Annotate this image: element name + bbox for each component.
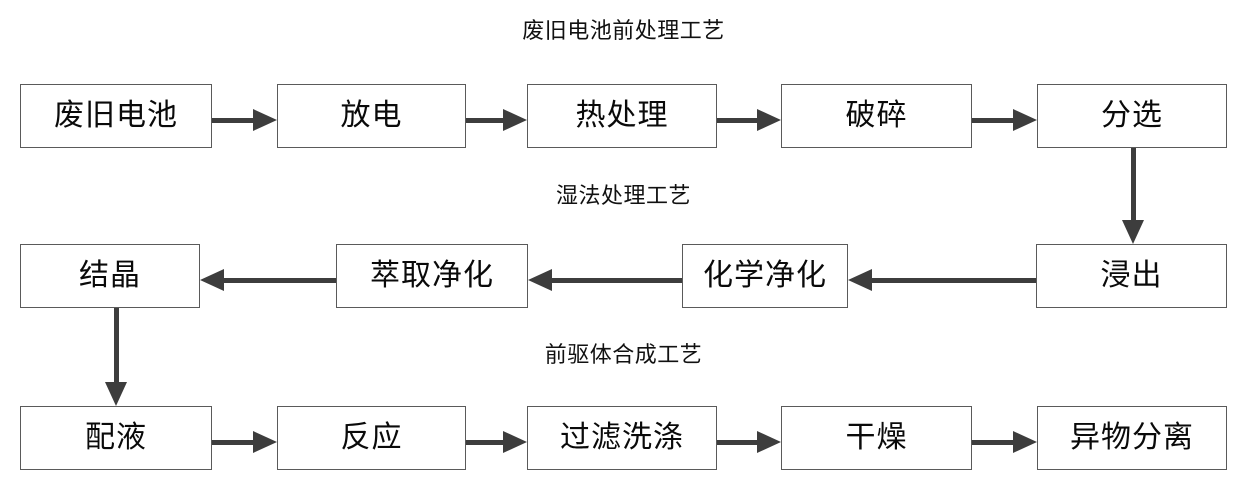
node-leaching[interactable]: 浸出: [1036, 244, 1227, 308]
node-sorting[interactable]: 分选: [1037, 84, 1227, 148]
node-heat-treatment[interactable]: 热处理: [527, 84, 717, 148]
node-crystallization[interactable]: 结晶: [20, 244, 200, 308]
section-title-precursor-synthesis: 前驱体合成工艺: [544, 342, 703, 367]
node-extraction-purification[interactable]: 萃取净化: [336, 244, 528, 308]
node-drying[interactable]: 干燥: [781, 406, 972, 470]
node-filtration-washing[interactable]: 过滤洗涤: [527, 406, 717, 470]
node-waste-battery[interactable]: 废旧电池: [20, 84, 212, 148]
node-reaction[interactable]: 反应: [277, 406, 466, 470]
section-title-pretreatment: 废旧电池前处理工艺: [522, 18, 725, 43]
node-solution-preparation[interactable]: 配液: [20, 406, 212, 470]
node-crushing[interactable]: 破碎: [781, 84, 972, 148]
node-discharge[interactable]: 放电: [277, 84, 466, 148]
node-foreign-matter-separation[interactable]: 异物分离: [1037, 406, 1227, 470]
node-chemical-purification[interactable]: 化学净化: [682, 244, 848, 308]
section-title-hydrometallurgy: 湿法处理工艺: [555, 183, 691, 208]
